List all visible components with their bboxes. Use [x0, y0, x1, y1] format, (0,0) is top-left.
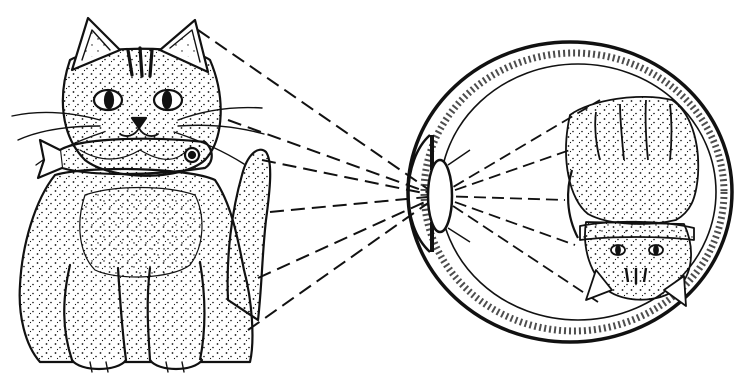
eyeball-lens: [428, 160, 452, 232]
cat-paw-right: [150, 360, 202, 369]
retinal-image-inverted-cat: [566, 97, 698, 306]
cat-figure: [12, 18, 270, 372]
cat-paw-left: [72, 360, 126, 369]
